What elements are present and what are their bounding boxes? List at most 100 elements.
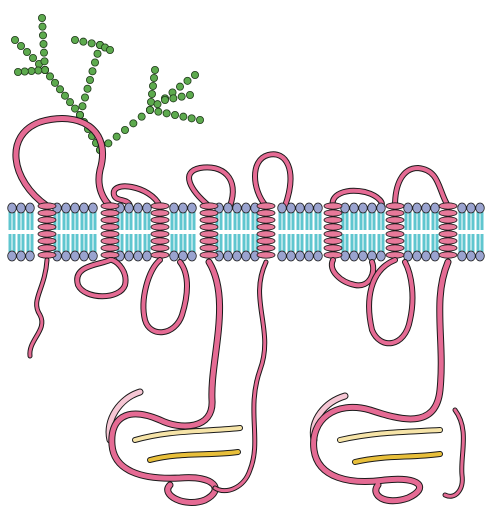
lipid-tail	[64, 234, 68, 252]
glycan-residue	[113, 133, 120, 140]
lipid-tail	[181, 234, 185, 252]
lipid-head	[413, 251, 422, 261]
helix-turn	[386, 217, 404, 223]
lipid-tail	[64, 212, 68, 230]
helix-turn	[439, 252, 457, 258]
glycan-residue	[171, 111, 178, 118]
lipid-tail	[352, 212, 356, 230]
lipid-tail	[406, 234, 410, 252]
lipid-head	[80, 251, 89, 261]
lipid-tail	[172, 234, 176, 252]
lipid-head	[233, 251, 242, 261]
lipid-tail	[307, 234, 311, 252]
lipid-tail	[244, 234, 248, 252]
lipid-tail	[10, 212, 14, 230]
helix-turn	[101, 210, 119, 216]
lipid-head	[476, 203, 485, 213]
helix-turn	[38, 231, 56, 237]
lipid-head	[368, 203, 377, 213]
glycan-chain	[11, 14, 203, 153]
glycan-residue	[176, 83, 183, 90]
lipid-head	[404, 203, 413, 213]
helix-turn	[200, 245, 218, 251]
glycan-residue	[138, 113, 145, 120]
helix-turn	[257, 217, 275, 223]
glycan-residue	[61, 92, 68, 99]
lipid-tail	[370, 234, 374, 252]
lipid-tail	[235, 212, 239, 230]
lipid-head	[341, 203, 350, 213]
lipid-tail	[379, 212, 383, 230]
glycan-residue	[186, 91, 193, 98]
lipid-tail	[289, 234, 293, 252]
lipid-head	[71, 203, 80, 213]
lipid-tail	[172, 212, 176, 230]
lipid-head	[8, 203, 17, 213]
lipid-head	[89, 251, 98, 261]
helix-turn	[38, 210, 56, 216]
glycan-residue	[51, 79, 58, 86]
lipid-tail	[433, 234, 437, 252]
lipid-tail	[361, 212, 365, 230]
helix-turn	[324, 231, 342, 237]
glycan-residue	[88, 40, 95, 47]
glycan-residue	[79, 103, 86, 110]
glycan-residue	[21, 68, 28, 75]
helix-turn	[200, 217, 218, 223]
lipid-tail	[145, 234, 149, 252]
lipid-tail	[91, 212, 95, 230]
glycan-residue	[17, 42, 24, 49]
glycan-residue	[184, 77, 191, 84]
lipid-tail	[136, 234, 140, 252]
helix-turn	[200, 203, 218, 209]
lipid-head	[359, 251, 368, 261]
glycan-residue	[84, 85, 91, 92]
helix-turn	[439, 231, 457, 237]
lipid-tail	[307, 212, 311, 230]
lipid-tail	[82, 212, 86, 230]
glycan-residue	[23, 48, 30, 55]
lipid-head	[188, 203, 197, 213]
lipid-tail	[469, 234, 473, 252]
lipid-head	[377, 251, 386, 261]
lipid-tail	[19, 212, 23, 230]
helix-turn	[324, 224, 342, 230]
glycan-residue	[105, 140, 112, 147]
c-domain-left-outline	[112, 262, 220, 502]
extracellular-loop-6	[395, 168, 448, 206]
lipid-head	[467, 203, 476, 213]
lipid-tail	[235, 234, 239, 252]
lipid-head	[125, 203, 134, 213]
lipid-tail	[82, 234, 86, 252]
lipid-tail	[190, 234, 194, 252]
lipid-tail	[226, 234, 230, 252]
helix-turn	[151, 245, 169, 251]
lipid-tail	[73, 234, 77, 252]
helix-turn	[257, 238, 275, 244]
glycan-residue	[148, 90, 155, 97]
glycan-residue	[150, 74, 157, 81]
lipid-head	[17, 203, 26, 213]
lipid-tail	[406, 212, 410, 230]
glycan-residue	[180, 113, 187, 120]
lipid-tail	[298, 234, 302, 252]
extracellular-loop-1	[16, 119, 110, 206]
lipid-head	[296, 203, 305, 213]
helix-turn	[439, 238, 457, 244]
glycan-residue	[188, 115, 195, 122]
lipid-head	[8, 251, 17, 261]
lipid-head	[467, 251, 476, 261]
lipid-tail	[352, 234, 356, 252]
c-domain-right-outline	[314, 262, 448, 501]
helix-turn	[101, 245, 119, 251]
helix-turn	[257, 252, 275, 258]
lipid-head	[377, 203, 386, 213]
lipid-tail	[361, 234, 365, 252]
lipid-tail	[316, 234, 320, 252]
glycan-residue	[196, 116, 203, 123]
lipid-head	[170, 203, 179, 213]
helix-turn	[324, 210, 342, 216]
glycan-residue	[154, 101, 161, 108]
